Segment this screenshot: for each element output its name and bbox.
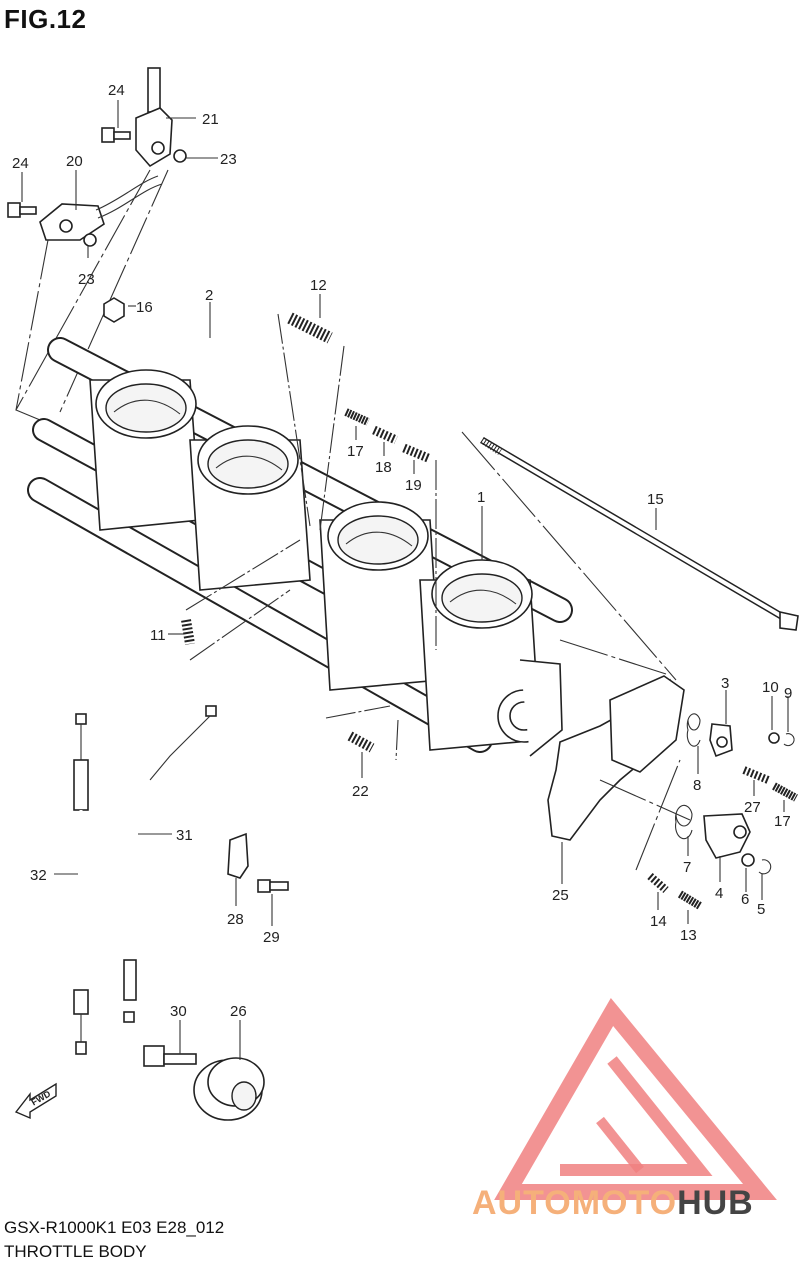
rod-15: [480, 436, 799, 631]
watermark-logo: [494, 998, 777, 1200]
callout-17b: 17: [774, 813, 791, 830]
lever-4: [703, 813, 751, 859]
spring-8: [686, 713, 701, 747]
callout-32: 32: [30, 867, 47, 884]
callout-1: 1: [477, 489, 485, 506]
callout-leaders: [21, 100, 789, 1060]
callout-28: 29: [263, 929, 280, 946]
spring-19: [402, 443, 430, 463]
spring-7: [675, 804, 693, 840]
spring-11: [181, 619, 195, 645]
callout-24a: 24: [108, 82, 125, 99]
callout-23b: 23: [78, 271, 95, 288]
o-ring-23-lower: [83, 233, 97, 247]
screw-17-center: [344, 408, 370, 426]
callout-4: 4: [715, 885, 723, 902]
screw-17-right: [772, 782, 798, 802]
bracket-plate: [609, 675, 685, 773]
washer-6: [741, 853, 755, 867]
rod-leader-lines: [461, 431, 691, 871]
adjust-leader-lines: [185, 313, 437, 761]
callout-26: 27: [744, 799, 761, 816]
bolt-28: [257, 879, 289, 893]
callout-25: 25: [552, 887, 569, 904]
figure-title: FIG.12: [4, 4, 87, 34]
screw-13: [677, 890, 703, 910]
bolt-30: [143, 1045, 197, 1067]
spring-20: [347, 731, 375, 753]
cable-31: [123, 705, 217, 1023]
model-code: GSX-R1000K1 E03 E28_012: [4, 1218, 225, 1237]
callout-21: 20: [66, 153, 83, 170]
plug-29: [193, 1057, 265, 1121]
callout-19: 19: [405, 477, 422, 494]
callout-10: 10: [762, 679, 779, 696]
callout-5: 5: [757, 901, 765, 918]
callout-3: 3: [721, 675, 729, 692]
spring-18: [372, 425, 398, 445]
section-name: THROTTLE BODY: [4, 1242, 147, 1261]
callout-2: 2: [205, 287, 213, 304]
callout-7: 7: [683, 859, 691, 876]
callout-13: 13: [680, 927, 697, 944]
fwd-arrow-icon: FWD: [14, 1082, 57, 1120]
callout-17a: 17: [347, 443, 364, 460]
callout-15: 15: [647, 491, 664, 508]
clip-5: [758, 859, 772, 875]
callout-9: 9: [784, 685, 792, 702]
callout-16: 16: [136, 299, 153, 316]
spring-26: [742, 766, 770, 784]
bracket-27: [227, 832, 249, 879]
callout-29: 26: [230, 1003, 247, 1020]
callout-6: 6: [741, 891, 749, 908]
screw-24-left: [7, 202, 37, 218]
screw-24-upper: [101, 127, 131, 143]
callout-31: 31: [176, 827, 193, 844]
watermark-text-hub: HUB: [677, 1184, 754, 1222]
callout-24b: 24: [12, 155, 29, 172]
spring-12: [287, 312, 333, 344]
callout-14: 14: [650, 913, 667, 930]
callout-8: 8: [693, 777, 701, 794]
watermark-text-auto: AUTOMOTO: [472, 1184, 677, 1222]
callout-23a: 23: [220, 151, 237, 168]
sensor-22: [135, 67, 173, 168]
spring-14: [647, 872, 669, 894]
sensor-21: [39, 175, 163, 241]
callout-18: 18: [375, 459, 392, 476]
nut-16: [103, 297, 125, 323]
washer-10: [768, 732, 780, 744]
clip-9: [783, 733, 795, 747]
callout-20: 22: [352, 783, 369, 800]
callout-11: 11: [150, 627, 166, 644]
o-ring-23-upper: [173, 149, 187, 163]
throttle-body-assembly: [27, 337, 573, 757]
callout-30: 30: [170, 1003, 187, 1020]
lever-3: [709, 723, 733, 758]
callout-22: 21: [202, 111, 219, 128]
callout-27: 28: [227, 911, 244, 928]
cable-32: [73, 713, 89, 1055]
callout-12: 12: [310, 277, 327, 294]
watermark-text: AUTOMOTOHUB: [472, 1184, 754, 1222]
